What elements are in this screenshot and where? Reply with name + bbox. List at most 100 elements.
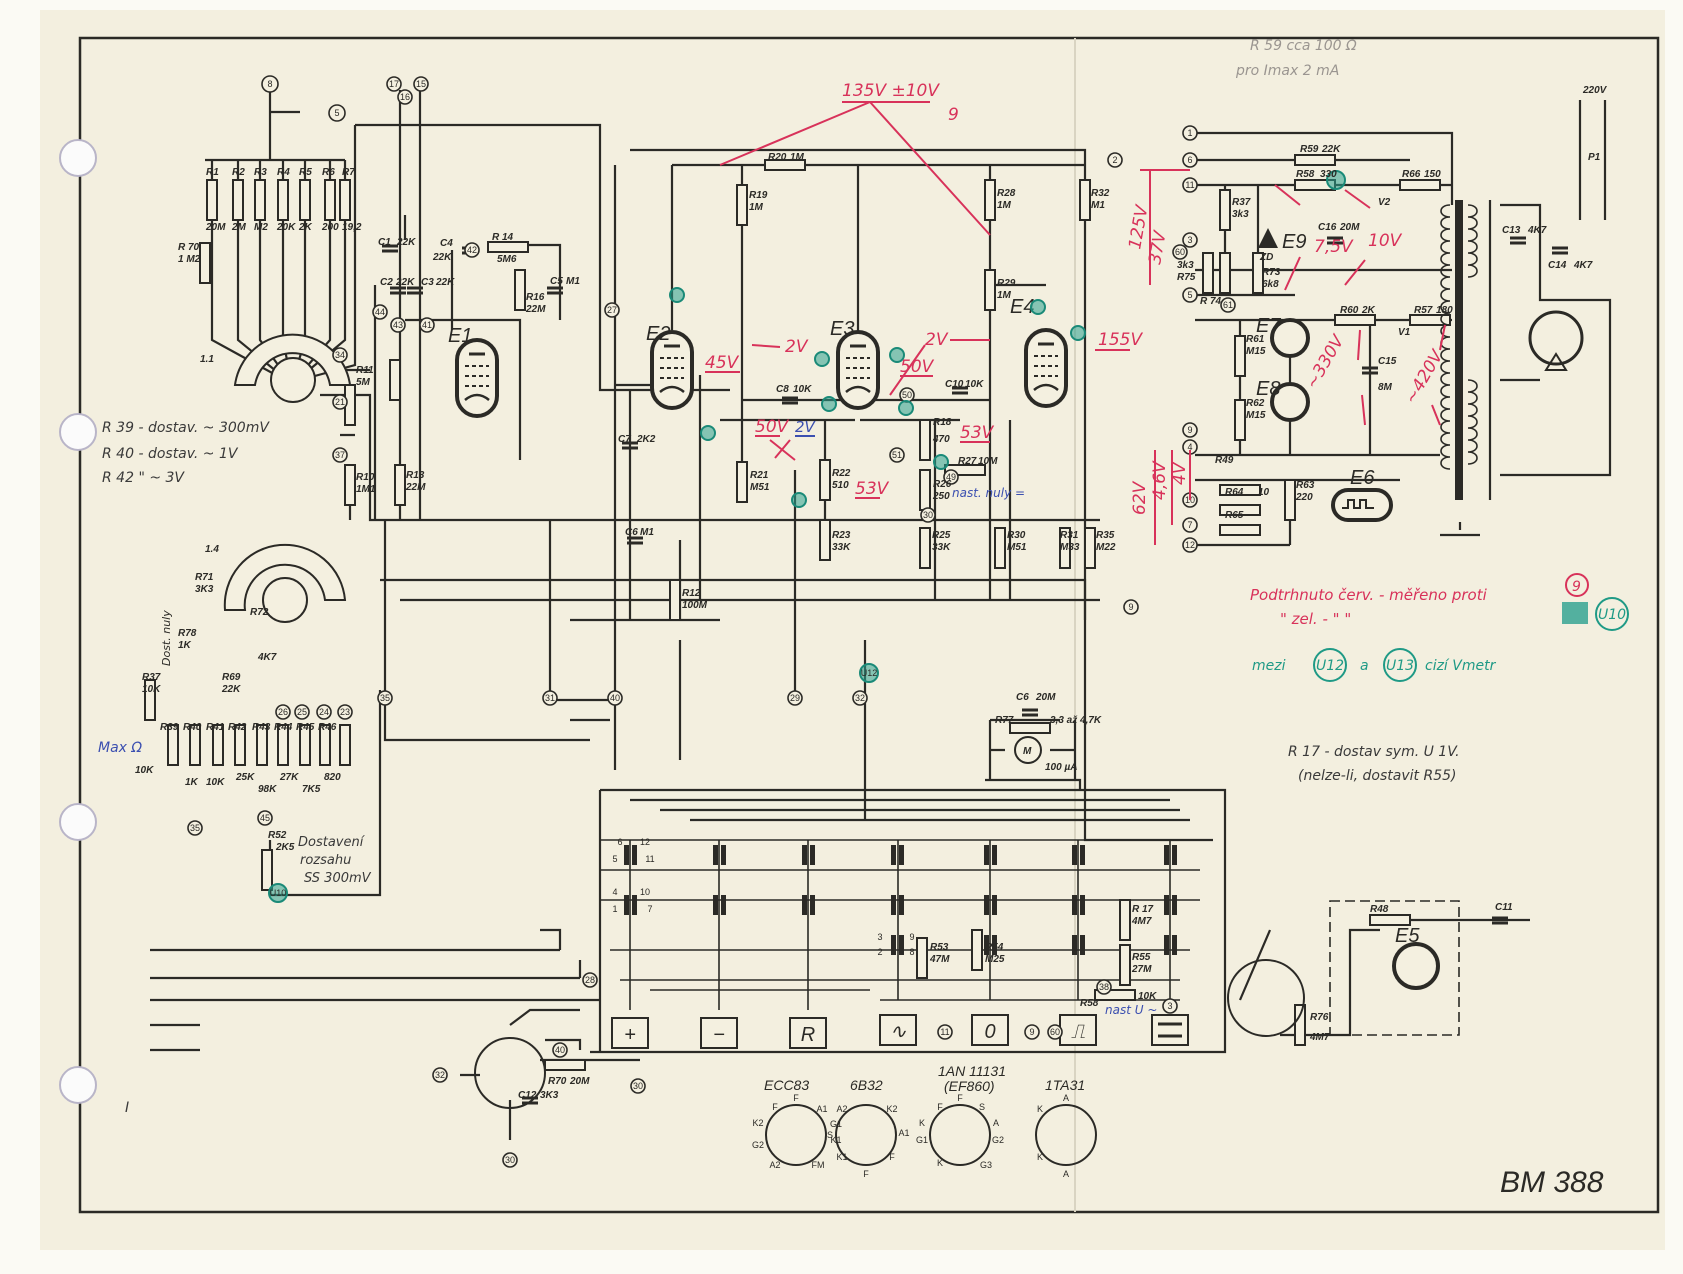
svg-text:16: 16 xyxy=(400,92,410,102)
svg-text:45: 45 xyxy=(260,813,270,823)
svg-text:4K7: 4K7 xyxy=(257,652,277,663)
svg-text:V2: V2 xyxy=(1378,197,1391,208)
svg-text:5: 5 xyxy=(612,854,617,864)
svg-text:21: 21 xyxy=(335,397,345,407)
svg-text:F: F xyxy=(889,1152,895,1162)
binder-hole-icon xyxy=(59,1066,97,1104)
svg-text:8: 8 xyxy=(267,79,272,89)
binder-hole-icon xyxy=(59,413,97,451)
svg-text:1.1: 1.1 xyxy=(200,354,214,365)
svg-text:R7: R7 xyxy=(342,167,355,178)
svg-text:R37: R37 xyxy=(1232,197,1251,208)
svg-text:R 17: R 17 xyxy=(1132,904,1154,915)
svg-text:R45: R45 xyxy=(296,722,315,733)
svg-text:R22: R22 xyxy=(832,468,851,479)
svg-text:30: 30 xyxy=(633,1081,643,1091)
svg-text:R65: R65 xyxy=(1225,510,1244,521)
svg-text:4M7: 4M7 xyxy=(1309,1032,1330,1043)
svg-text:10K: 10K xyxy=(793,384,812,395)
svg-text:R6: R6 xyxy=(322,167,335,178)
svg-text:R37: R37 xyxy=(142,672,161,683)
svg-text:R5: R5 xyxy=(299,167,312,178)
button-resistance[interactable]: R xyxy=(789,1017,827,1049)
svg-text:R27: R27 xyxy=(958,456,977,467)
svg-text:34: 34 xyxy=(335,350,345,360)
svg-text:cizí Vmetr: cizí Vmetr xyxy=(1425,658,1497,674)
svg-text:100 µA: 100 µA xyxy=(1045,762,1077,773)
svg-text:470: 470 xyxy=(932,434,950,445)
button-zero[interactable]: 0 xyxy=(971,1014,1009,1046)
svg-text:2V: 2V xyxy=(925,330,949,350)
svg-text:M2: M2 xyxy=(254,222,268,233)
svg-text:2: 2 xyxy=(877,947,882,957)
svg-text:ZD: ZD xyxy=(1259,252,1273,263)
button-lamp[interactable] xyxy=(1151,1014,1189,1046)
svg-text:7: 7 xyxy=(647,904,652,914)
svg-text:32: 32 xyxy=(435,1070,445,1080)
svg-text:R20: R20 xyxy=(768,152,787,163)
svg-text:C16: C16 xyxy=(1318,222,1337,233)
svg-text:R60: R60 xyxy=(1340,305,1359,316)
svg-text:R59: R59 xyxy=(1300,144,1319,155)
button-plus[interactable]: + xyxy=(611,1017,649,1049)
svg-text:1M: 1M xyxy=(790,152,805,163)
svg-text:R 14: R 14 xyxy=(492,232,514,243)
svg-text:G1: G1 xyxy=(830,1119,842,1129)
svg-text:250: 250 xyxy=(932,491,950,502)
svg-text:C5: C5 xyxy=(550,276,563,287)
tube-e6: E6 xyxy=(1331,467,1393,522)
svg-text:10: 10 xyxy=(640,887,650,897)
svg-text:A: A xyxy=(1063,1169,1069,1179)
svg-text:U10: U10 xyxy=(270,888,287,898)
rotary-switch-1-4[interactable]: 1.4 xyxy=(205,543,347,623)
svg-text:R75: R75 xyxy=(1177,272,1196,283)
svg-text:9: 9 xyxy=(909,932,914,942)
svg-text:24: 24 xyxy=(319,707,329,717)
button-step[interactable]: ⎍ xyxy=(1059,1014,1097,1046)
svg-text:6: 6 xyxy=(1187,155,1192,165)
svg-text:42: 42 xyxy=(467,245,477,255)
svg-text:11: 11 xyxy=(1185,180,1194,190)
button-minus[interactable]: − xyxy=(700,1017,738,1049)
svg-text:1M: 1M xyxy=(997,290,1012,301)
svg-text:7: 7 xyxy=(1187,520,1192,530)
svg-text:9: 9 xyxy=(1029,1027,1034,1037)
svg-text:3K3: 3K3 xyxy=(540,1090,559,1101)
svg-text:4M7: 4M7 xyxy=(1131,916,1152,927)
svg-text:∿: ∿ xyxy=(890,1021,907,1043)
svg-text:C3: C3 xyxy=(421,277,434,288)
svg-text:180: 180 xyxy=(1436,305,1453,316)
svg-text:26: 26 xyxy=(278,707,288,717)
svg-text:28: 28 xyxy=(585,975,595,985)
svg-text:10M: 10M xyxy=(978,456,998,467)
svg-text:A: A xyxy=(1063,1093,1069,1103)
svg-text:M22: M22 xyxy=(1096,542,1116,553)
svg-text:E2: E2 xyxy=(646,323,670,345)
svg-text:155V: 155V xyxy=(1098,330,1143,350)
svg-text:K: K xyxy=(1037,1104,1043,1114)
svg-text:1.4: 1.4 xyxy=(205,544,219,555)
svg-text:P1: P1 xyxy=(1588,152,1601,163)
svg-text:15: 15 xyxy=(416,79,426,89)
svg-text:⎍: ⎍ xyxy=(1071,1021,1085,1043)
svg-text:+: + xyxy=(624,1024,636,1046)
rotary-switch-1-1[interactable]: 1.1 xyxy=(200,333,352,403)
svg-text:820: 820 xyxy=(324,772,341,783)
tube-e5: E5 xyxy=(1392,925,1440,990)
svg-text:R 70: R 70 xyxy=(178,242,200,253)
svg-text:C13: C13 xyxy=(1502,225,1521,236)
svg-text:M51: M51 xyxy=(1007,542,1027,553)
button-ac[interactable]: ∿ xyxy=(879,1014,917,1046)
svg-text:40: 40 xyxy=(555,1045,565,1055)
svg-text:9: 9 xyxy=(1128,602,1133,612)
svg-text:M25: M25 xyxy=(985,954,1005,965)
svg-text:22K: 22K xyxy=(396,237,416,248)
svg-text:29: 29 xyxy=(790,693,800,703)
svg-text:R 74: R 74 xyxy=(1200,296,1222,307)
svg-text:R2: R2 xyxy=(232,167,245,178)
svg-text:A: A xyxy=(993,1118,999,1128)
svg-text:62V: 62V xyxy=(1130,480,1150,515)
svg-text:10K: 10K xyxy=(1138,991,1157,1002)
svg-text:U12: U12 xyxy=(1316,658,1344,674)
